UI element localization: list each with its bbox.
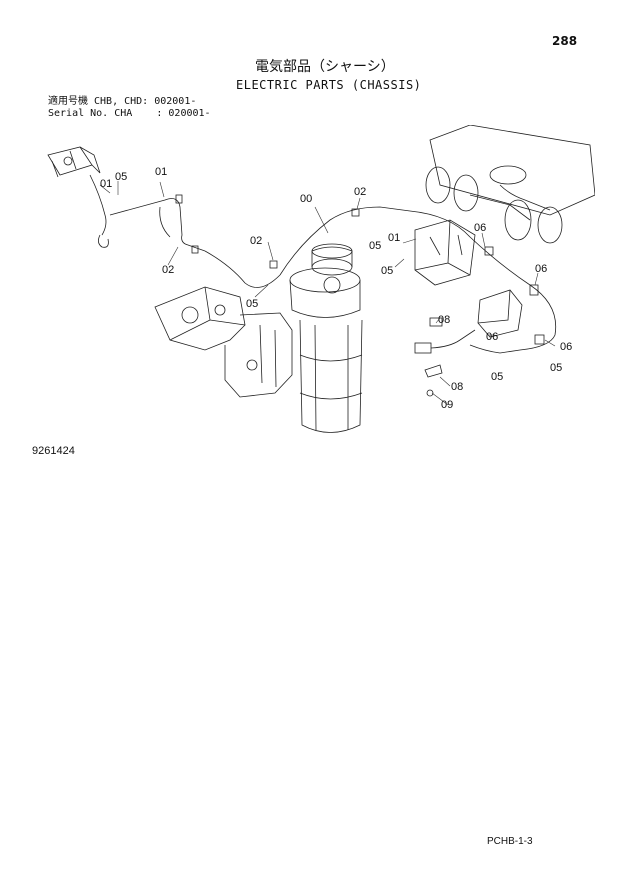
callout-05-a: 05 bbox=[115, 171, 127, 183]
callout-06-b: 06 bbox=[535, 263, 547, 275]
callout-01-b: 01 bbox=[155, 166, 167, 178]
callout-labels: 01 05 01 02 00 02 05 02 05 01 05 06 06 0… bbox=[100, 166, 572, 411]
callout-02-b: 02 bbox=[354, 186, 366, 198]
drawing-number: 9261424 bbox=[32, 445, 75, 457]
harness-left-branch bbox=[89, 174, 107, 236]
control-box bbox=[414, 219, 476, 286]
callout-00: 00 bbox=[300, 193, 312, 205]
parts-diagram: 01 05 01 02 00 02 05 02 05 01 05 06 06 0… bbox=[47, 125, 595, 433]
callout-05-d: 05 bbox=[381, 265, 393, 277]
page-title-japanese: 電気部品（シャーシ） bbox=[255, 59, 395, 75]
connector-group bbox=[414, 317, 476, 397]
page-number: 288 bbox=[552, 34, 578, 48]
callout-06-d: 06 bbox=[560, 341, 572, 353]
harness-connector bbox=[98, 234, 109, 248]
callout-05-e: 05 bbox=[550, 362, 562, 374]
callout-06-c: 06 bbox=[486, 331, 498, 343]
harness-main-left bbox=[204, 250, 281, 288]
callout-08-b: 08 bbox=[451, 381, 463, 393]
callout-05-b: 05 bbox=[369, 240, 381, 252]
solenoid-part bbox=[47, 146, 101, 178]
callout-09: 09 bbox=[441, 399, 453, 411]
harness-upper bbox=[109, 198, 206, 252]
serial-applicability-line: 適用号機 CHB, CHD: 002001- bbox=[48, 96, 197, 107]
callout-01-c: 01 bbox=[388, 232, 400, 244]
callout-02-c: 02 bbox=[250, 235, 262, 247]
callout-01-a: 01 bbox=[100, 178, 112, 190]
page-title-english: ELECTRIC PARTS (CHASSIS) bbox=[236, 78, 422, 92]
harness-main-center bbox=[279, 206, 411, 276]
machine-inset bbox=[425, 125, 595, 244]
callout-02-a: 02 bbox=[162, 264, 174, 276]
footer-page-code: PCHB-1-3 bbox=[487, 836, 533, 847]
serial-number-line: Serial No. CHA : 020001- bbox=[48, 108, 211, 119]
callout-06-a: 06 bbox=[474, 222, 486, 234]
bracket-assembly bbox=[477, 289, 523, 338]
travel-motor bbox=[154, 286, 293, 398]
center-joint bbox=[289, 243, 363, 433]
callout-08-a: 08 bbox=[438, 314, 450, 326]
callout-05-f: 05 bbox=[491, 371, 503, 383]
callout-05-c: 05 bbox=[246, 298, 258, 310]
